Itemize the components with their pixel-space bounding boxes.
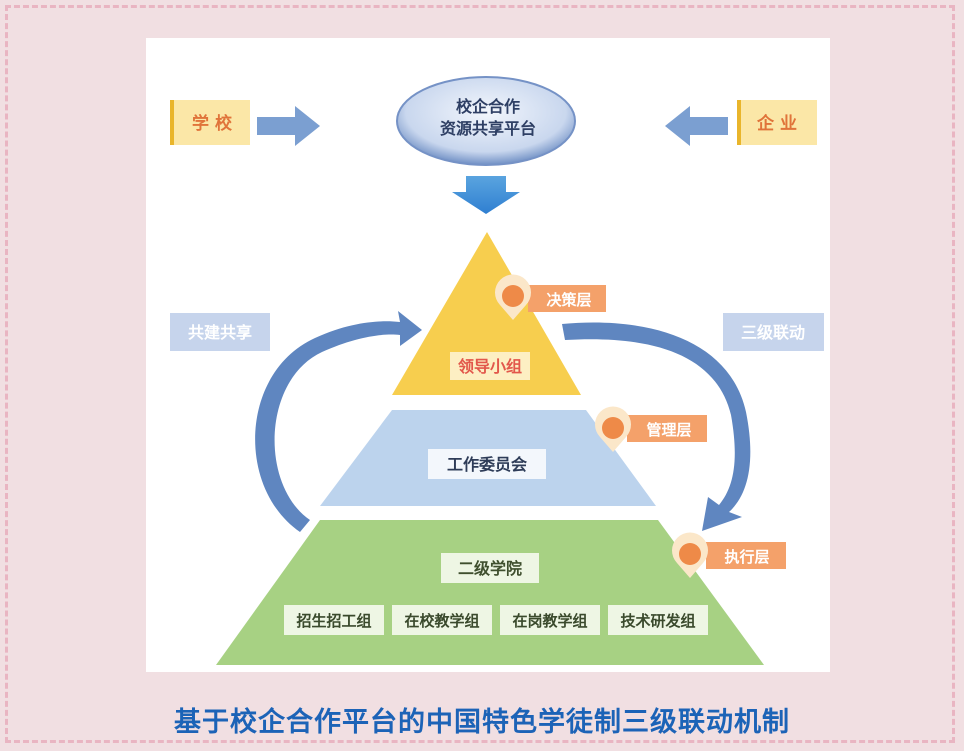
location-pin-dot (602, 417, 624, 439)
bottom-tier-name: 二级学院 (458, 559, 522, 578)
group-label: 在校教学组 (404, 612, 479, 630)
platform-title-line2: 资源共享平台 (440, 119, 536, 138)
execution-level-label: 执行层 (724, 548, 769, 566)
group-box-3: 在岗教学组 (500, 605, 600, 635)
group-label: 技术研发组 (620, 612, 695, 630)
top-tier-name: 领导小组 (458, 357, 522, 376)
linkage-label: 三级联动 (741, 323, 805, 342)
location-pin-dot (679, 543, 701, 565)
decision-level-tag: 决策层 (494, 274, 606, 320)
group-box-1: 招生招工组 (284, 605, 384, 635)
bottom-tier-name-box: 二级学院 (441, 553, 539, 583)
enterprise-label: 企 业 (756, 113, 797, 134)
down-arrow-icon (452, 176, 520, 214)
platform-title-line1: 校企合作 (456, 97, 520, 116)
page-frame (5, 5, 955, 743)
group-label: 招生招工组 (296, 612, 371, 630)
enterprise-box: 企 业 (737, 100, 817, 145)
management-level-label: 管理层 (646, 421, 691, 439)
location-pin-dot (502, 285, 524, 307)
decision-level-label: 决策层 (546, 291, 591, 309)
middle-tier-name-box: 工作委员会 (428, 449, 546, 479)
school-box: 学 校 (170, 100, 250, 145)
middle-tier-name: 工作委员会 (447, 455, 527, 474)
execution-level-tag: 执行层 (672, 532, 786, 578)
group-label: 在岗教学组 (512, 612, 587, 630)
pyramid-tier-top (392, 232, 581, 395)
management-level-tag: 管理层 (595, 406, 707, 452)
platform-node: 校企合作 资源共享平台 (396, 76, 576, 166)
group-box-4: 技术研发组 (608, 605, 708, 635)
linkage-label-box: 三级联动 (723, 313, 824, 351)
shared-build-curve-arrow (255, 311, 422, 532)
school-label: 学 校 (192, 113, 233, 134)
right-arrow-icon (257, 106, 320, 146)
shared-build-label: 共建共享 (188, 323, 252, 342)
top-tier-name-box: 领导小组 (450, 352, 530, 380)
figure-caption: 基于校企合作平台的中国特色学徒制三级联动机制 (174, 707, 790, 738)
group-box-2: 在校教学组 (392, 605, 492, 635)
shared-build-label-box: 共建共享 (170, 313, 270, 351)
left-arrow-icon (665, 106, 728, 146)
